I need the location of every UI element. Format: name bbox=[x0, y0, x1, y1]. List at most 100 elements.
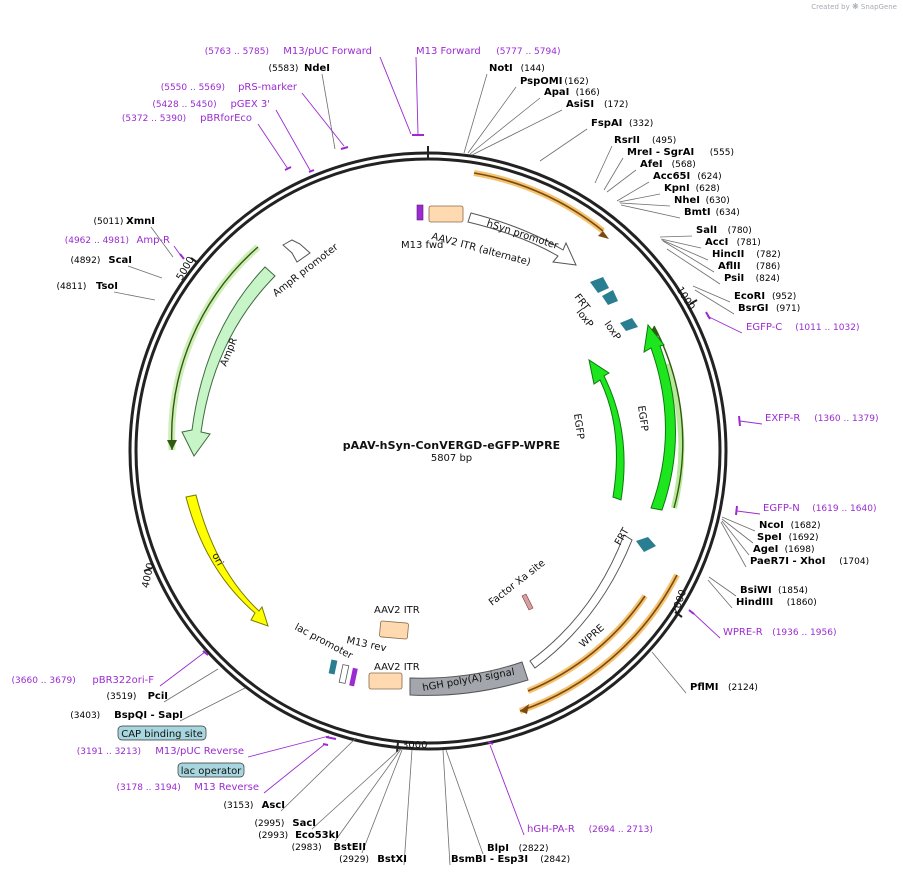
enzyme-site[interactable]: BsmBI - Esp3I(2842) bbox=[451, 854, 570, 865]
enzyme-site[interactable]: HincII(782) bbox=[712, 249, 781, 260]
enzyme-position: (781) bbox=[737, 238, 761, 248]
enzyme-site[interactable]: AsiSI(172) bbox=[566, 99, 628, 110]
enzyme-site[interactable]: NotI(144) bbox=[489, 63, 545, 74]
enzyme-site[interactable]: SalI(780) bbox=[696, 225, 752, 236]
enzyme-site[interactable]: AccI(781) bbox=[705, 237, 761, 248]
ampr-promoter-arrow[interactable] bbox=[282, 239, 311, 263]
primer-site[interactable]: pRS-marker(5550 .. 5569) bbox=[161, 82, 298, 93]
enzyme-site[interactable]: BstXI(2929) bbox=[339, 854, 407, 865]
enzyme-site[interactable]: AgeI(1698) bbox=[753, 544, 815, 555]
primer-name: M13/pUC Forward bbox=[283, 46, 372, 57]
enzyme-site[interactable]: SacI(2995) bbox=[254, 818, 316, 829]
m13-fwd-marker[interactable] bbox=[416, 204, 424, 221]
enzyme-site[interactable]: Acc65I(624) bbox=[653, 171, 722, 182]
egfp-orf-line[interactable] bbox=[653, 325, 684, 509]
enzyme-site[interactable]: NheI(630) bbox=[674, 195, 730, 206]
plasmid-name: pAAV-hSyn-ConVERGD-eGFP-WPRE bbox=[342, 439, 561, 452]
hgh-polya-signal[interactable] bbox=[409, 661, 529, 696]
enzyme-site[interactable]: MreI - SgrAI(555) bbox=[627, 147, 734, 158]
primer-site[interactable]: pBRforEco(5372 .. 5390) bbox=[122, 113, 252, 124]
orf-arc-top[interactable] bbox=[473, 172, 604, 232]
enzyme-position: (786) bbox=[756, 262, 780, 272]
primer-site[interactable]: M13 Reverse(3178 .. 3194) bbox=[117, 782, 259, 793]
enzyme-site[interactable]: BsiWI(1854) bbox=[740, 585, 808, 596]
enzyme-site[interactable]: XmnI(5011) bbox=[93, 216, 155, 227]
enzyme-site[interactable]: AscI(3153) bbox=[223, 800, 285, 811]
lac-operator-marker[interactable] bbox=[328, 659, 338, 675]
enzyme-name: MreI - SgrAI bbox=[627, 147, 694, 158]
lac-promoter-marker[interactable] bbox=[338, 664, 350, 684]
enzyme-site[interactable]: TsoI(4811) bbox=[56, 281, 118, 292]
enzyme-site[interactable]: PaeR7I - XhoI(1704) bbox=[750, 556, 869, 567]
enzyme-name: BsrGI bbox=[738, 303, 768, 314]
primer-site[interactable]: M13 Forward(5777 .. 5794) bbox=[416, 46, 560, 57]
enzyme-site[interactable]: HindIII(1860) bbox=[736, 597, 817, 608]
lac-operator-box[interactable] bbox=[177, 762, 245, 778]
enzyme-leader-lines bbox=[113, 73, 756, 866]
enzyme-site[interactable]: RsrII(495) bbox=[614, 135, 676, 146]
egfp-inner-arrow[interactable] bbox=[588, 358, 625, 501]
primer-name: Amp-R bbox=[137, 235, 171, 246]
enzyme-site[interactable]: ScaI(4892) bbox=[70, 255, 132, 266]
orf-arc-bottom-inner[interactable] bbox=[527, 595, 646, 692]
primer-name: WPRE-R bbox=[723, 627, 763, 638]
enzyme-site[interactable]: NcoI(1682) bbox=[759, 520, 821, 531]
aav2-itr-lower-label: AAV2 ITR bbox=[374, 662, 420, 673]
enzyme-site[interactable]: PspOMI(162) bbox=[520, 76, 589, 87]
enzyme-name: BspQI - SapI bbox=[114, 710, 183, 721]
enzyme-site[interactable]: AfeI(568) bbox=[640, 159, 696, 170]
enzyme-site[interactable]: KpnI(628) bbox=[664, 183, 720, 194]
primer-site[interactable]: EGFP-N(1619 .. 1640) bbox=[763, 503, 876, 514]
orf-arc-bottom-outer[interactable] bbox=[519, 574, 678, 712]
enzyme-site[interactable]: PflMI(2124) bbox=[690, 682, 758, 693]
enzyme-site[interactable]: BstEII(2983) bbox=[292, 842, 366, 853]
aav2-itr-alternate-box[interactable] bbox=[428, 205, 464, 223]
primer-site[interactable]: WPRE-R(1936 .. 1956) bbox=[723, 627, 836, 638]
primer-site[interactable]: pBR322ori-F(3660 .. 3679) bbox=[12, 675, 155, 686]
enzyme-site[interactable]: BlpI(2822) bbox=[487, 843, 549, 854]
primer-name: pBRforEco bbox=[200, 113, 252, 124]
enzyme-site[interactable]: BmtI(634) bbox=[684, 207, 740, 218]
enzyme-site[interactable]: Eco53kI(2993) bbox=[258, 830, 339, 841]
wpre-arrow[interactable] bbox=[529, 534, 633, 669]
primer-site[interactable]: M13/pUC Forward(5763 .. 5785) bbox=[205, 46, 372, 57]
primer-site[interactable]: EGFP-C(1011 .. 1032) bbox=[746, 322, 859, 333]
enzyme-position: (1704) bbox=[839, 557, 869, 567]
enzyme-site[interactable]: PsiI(824) bbox=[724, 273, 780, 284]
hsyn-promoter-arrow[interactable] bbox=[467, 212, 577, 266]
enzyme-site[interactable]: AflII(786) bbox=[718, 261, 780, 272]
primer-position: (5550 .. 5569) bbox=[161, 83, 225, 93]
frt-top-arrow[interactable] bbox=[590, 277, 609, 293]
primer-site[interactable]: EXFP-R(1360 .. 1379) bbox=[765, 413, 878, 424]
enzyme-site[interactable]: BsrGI(971) bbox=[738, 303, 800, 314]
aav2-itr-upper[interactable] bbox=[379, 620, 409, 640]
cap-binding-site-box[interactable] bbox=[117, 725, 207, 741]
ampr-orf-line[interactable] bbox=[170, 246, 259, 451]
snapgene-brand[interactable]: Created by ❋ SnapGene bbox=[811, 2, 897, 11]
primer-site[interactable]: Amp-R(4962 .. 4981) bbox=[65, 235, 170, 246]
primer-position: (1619 .. 1640) bbox=[812, 504, 876, 514]
enzyme-name: ScaI bbox=[108, 255, 132, 266]
loxp-top-arrow[interactable] bbox=[602, 290, 618, 305]
aav2-itr-lower[interactable] bbox=[368, 672, 403, 690]
enzyme-site[interactable]: BspQI - SapI(3403) bbox=[70, 710, 183, 721]
factor-xa-site[interactable] bbox=[521, 593, 534, 611]
ampr-arrow[interactable] bbox=[181, 266, 276, 457]
enzyme-site[interactable]: SpeI(1692) bbox=[757, 532, 819, 543]
primer-site[interactable]: hGH-PA-R(2694 .. 2713) bbox=[527, 824, 653, 835]
enzyme-site[interactable]: FspAI(332) bbox=[591, 118, 653, 129]
enzyme-site[interactable]: ApaI(166) bbox=[544, 87, 600, 98]
enzyme-site[interactable]: PciI(3519) bbox=[106, 691, 168, 702]
enzyme-site[interactable]: NdeI(5583) bbox=[268, 63, 330, 74]
egfp-outer-arrow[interactable] bbox=[643, 323, 676, 511]
enzyme-position: (495) bbox=[652, 136, 676, 146]
frt-bottom-arrow[interactable] bbox=[636, 537, 656, 552]
loxp-second-arrow[interactable] bbox=[620, 318, 638, 331]
enzyme-site[interactable]: EcoRI(952) bbox=[734, 291, 796, 302]
primer-position: (3191 .. 3213) bbox=[77, 747, 141, 757]
primer-site[interactable]: M13/pUC Reverse(3191 .. 3213) bbox=[77, 746, 244, 757]
primer-site[interactable]: pGEX 3'(5428 .. 5450) bbox=[152, 99, 270, 110]
m13-rev-marker[interactable] bbox=[349, 667, 358, 687]
ori-arrow[interactable] bbox=[185, 494, 269, 627]
primer-leader-lines bbox=[159, 56, 763, 836]
